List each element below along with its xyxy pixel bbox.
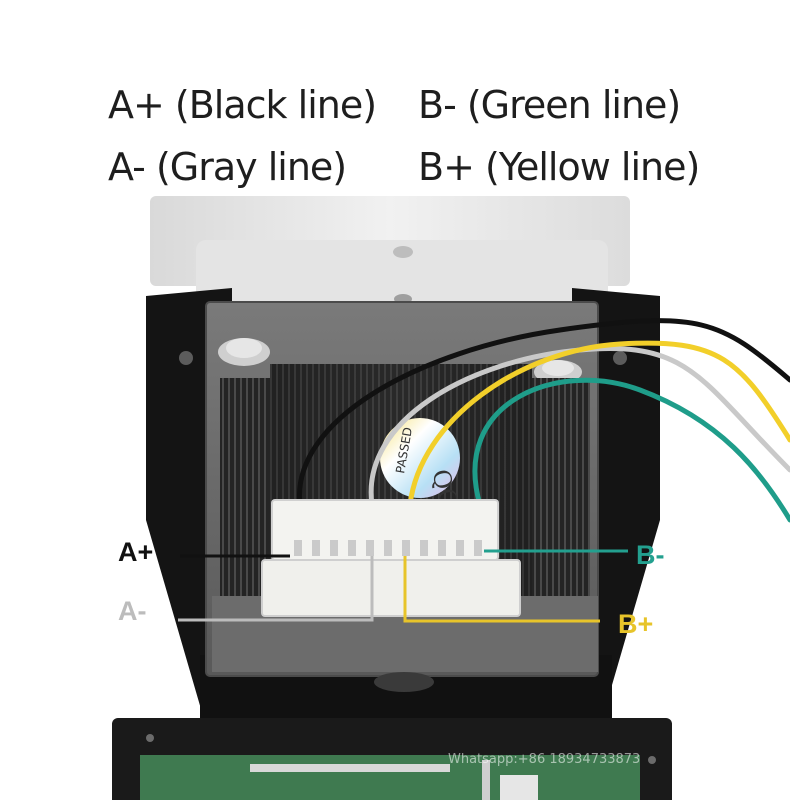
motor-wires: [297, 318, 790, 523]
pin-label-b-plus: B+: [618, 609, 654, 639]
yellow-wire: [407, 340, 790, 508]
pin-callout-lines: [178, 549, 628, 623]
callout-line-b-plus: [403, 556, 600, 623]
legend-a-minus: A- (Gray line): [108, 145, 347, 189]
white-connector: [261, 499, 521, 617]
pin-label-a-plus: A+: [118, 537, 154, 567]
legend-b-minus: B- (Green line): [418, 83, 681, 127]
black-wire: [297, 318, 790, 508]
pin-label-a-minus: A-: [118, 596, 147, 626]
green-wire: [472, 377, 790, 523]
driver-circuit-board: [112, 718, 672, 800]
legend-a-plus: A+ (Black line): [108, 83, 377, 127]
legend-b-plus: B+ (Yellow line): [418, 145, 700, 189]
motor-top-cap: [150, 196, 630, 310]
pin-label-b-minus: B-: [636, 540, 665, 570]
callout-line-a-minus: [178, 556, 374, 622]
contact-watermark: Whatsapp:+86 18934733873: [448, 752, 641, 767]
